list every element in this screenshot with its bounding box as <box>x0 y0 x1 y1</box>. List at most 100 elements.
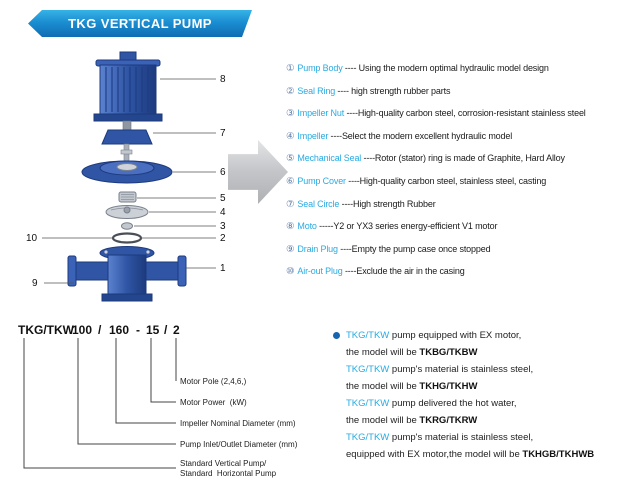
title-banner: TKG VERTICAL PUMP <box>28 10 252 37</box>
note-item: TKG/TKW pump equipped with EX motor, the… <box>346 327 612 361</box>
page-title: TKG VERTICAL PUMP <box>68 16 212 31</box>
circled-number-icon: ⑥ <box>286 175 295 187</box>
impeller-nut <box>121 222 133 230</box>
callout-numbers: 8 7 6 5 4 3 2 10 1 9 <box>26 74 226 289</box>
part-separator: ----- <box>316 221 334 232</box>
bullet-icon <box>333 332 340 339</box>
part-name: Pump Body <box>297 63 343 73</box>
part-description: Using the modern optimal hydraulic model… <box>358 63 549 73</box>
code-dash: - <box>136 323 140 337</box>
note-line: the model will be TKHG/TKHW <box>346 378 612 395</box>
circled-number-icon: ① <box>286 63 295 74</box>
note-line: TKG/TKW pump's material is stainless ste… <box>346 361 612 378</box>
pump-exploded-diagram: 8 7 6 5 4 3 2 10 1 9 <box>26 51 226 302</box>
note-text: pump's material is stainless steel, <box>389 432 534 443</box>
callout-6: 6 <box>220 167 226 178</box>
model-code-tokens: TKG/TKW 100 / 160 - 15 / 2 <box>18 323 180 337</box>
code-slash2: / <box>164 323 168 337</box>
code-series: TKG/TKW <box>18 323 75 337</box>
label-impeller-diameter: Impeller Nominal Diameter (mm) <box>180 419 296 428</box>
part-separator: ---- <box>342 266 357 277</box>
callout-4: 4 <box>220 207 226 218</box>
callout-8: 8 <box>220 74 226 85</box>
callout-10: 10 <box>26 233 38 244</box>
part-description: high strength rubber parts <box>351 85 451 96</box>
code-power: 15 <box>146 323 160 337</box>
label-inlet-diameter: Pump Inlet/Outlet Diameter (mm) <box>180 440 298 449</box>
note-line: the model will be TKRG/TKRW <box>346 412 612 429</box>
variant-notes: TKG/TKW pump equipped with EX motor, the… <box>333 327 612 463</box>
note-series-code: TKG/TKW <box>346 432 390 443</box>
part-description: Rotor (stator) ring is made of Graphite,… <box>374 153 565 164</box>
part-description: Exclude the air in the casing <box>356 266 465 277</box>
part-description: Y2 or YX3 series energy-efficient V1 mot… <box>333 221 498 232</box>
label-series-line2: Standard Horizontal Pump <box>180 469 277 478</box>
part-description: High-quality carbon steel, stainless ste… <box>359 175 547 186</box>
part-name: Mechanical Seal <box>297 153 362 164</box>
part-description: High strength Rubber <box>353 198 436 209</box>
model-code-leader-lines <box>23 338 177 469</box>
callout-lines <box>42 78 216 284</box>
code-inlet: 100 <box>72 323 92 337</box>
note-text: the model will be <box>346 415 420 426</box>
part-description: Select the modern excellent hydraulic mo… <box>341 130 513 141</box>
note-text: the model will be <box>346 381 420 392</box>
note-item: TKG/TKW pump's material is stainless ste… <box>346 361 612 395</box>
part-name: Drain Plug <box>297 243 338 254</box>
circled-number-icon: ③ <box>286 108 295 120</box>
callout-7: 7 <box>220 128 226 139</box>
circled-number-icon: ④ <box>286 130 295 142</box>
callout-1: 1 <box>220 263 226 274</box>
code-pole: 2 <box>173 323 180 337</box>
code-slash1: / <box>98 323 102 337</box>
callout-9: 9 <box>32 278 38 289</box>
note-text: pump delivered the hot water, <box>389 398 517 409</box>
part-separator: ---- <box>361 153 376 164</box>
callout-2: 2 <box>220 233 226 244</box>
callout-3: 3 <box>220 221 226 232</box>
note-text: pump equipped with EX motor, <box>389 330 522 341</box>
code-impeller: 160 <box>109 323 129 337</box>
note-item: TKG/TKW pump's material is stainless ste… <box>346 429 612 463</box>
note-series-code: TKG/TKW <box>346 364 390 375</box>
note-item: TKG/TKW pump delivered the hot water, th… <box>346 395 612 429</box>
circled-number-icon: ⑧ <box>286 221 295 233</box>
part-separator: ---- <box>339 198 354 209</box>
circled-number-icon: ⑩ <box>286 266 295 278</box>
note-line: equipped with EX motor,the model will be… <box>346 446 612 463</box>
label-series-line1: Standard Vertical Pump/ <box>180 459 267 468</box>
part-separator: ---- <box>335 85 352 96</box>
note-model-code: TKHG/TKHW <box>419 381 478 392</box>
pump-cover <box>81 160 173 184</box>
circled-number-icon: ② <box>286 85 295 97</box>
label-motor-pole: Motor Pole (2,4,6,) <box>180 377 247 386</box>
part-name: Seal Circle <box>297 198 340 209</box>
label-motor-power: Motor Power (kW) <box>180 398 247 407</box>
note-series-code: TKG/TKW <box>346 330 390 341</box>
model-code-labels: Motor Pole (2,4,6,) Motor Power (kW) Imp… <box>180 377 298 478</box>
note-model-code: TKRG/TKRW <box>419 415 478 426</box>
note-model-code: TKHGB/TKHWB <box>522 449 595 460</box>
part-separator: ---- <box>342 63 359 73</box>
part-separator: ---- <box>328 130 343 141</box>
note-series-code: TKG/TKW <box>346 398 390 409</box>
part-description: High-quality carbon steel, corrosion-res… <box>357 108 586 119</box>
part-name: Seal Ring <box>297 85 336 96</box>
part-name: Air-out Plug <box>297 266 343 277</box>
part-description: Empty the pump case once stopped <box>351 243 491 254</box>
part-separator: ---- <box>344 108 358 119</box>
part-name: Impeller Nut <box>297 108 345 119</box>
motor <box>93 51 163 122</box>
note-line: the model will be TKBG/TKBW <box>346 344 612 361</box>
part-separator: ---- <box>337 243 352 254</box>
